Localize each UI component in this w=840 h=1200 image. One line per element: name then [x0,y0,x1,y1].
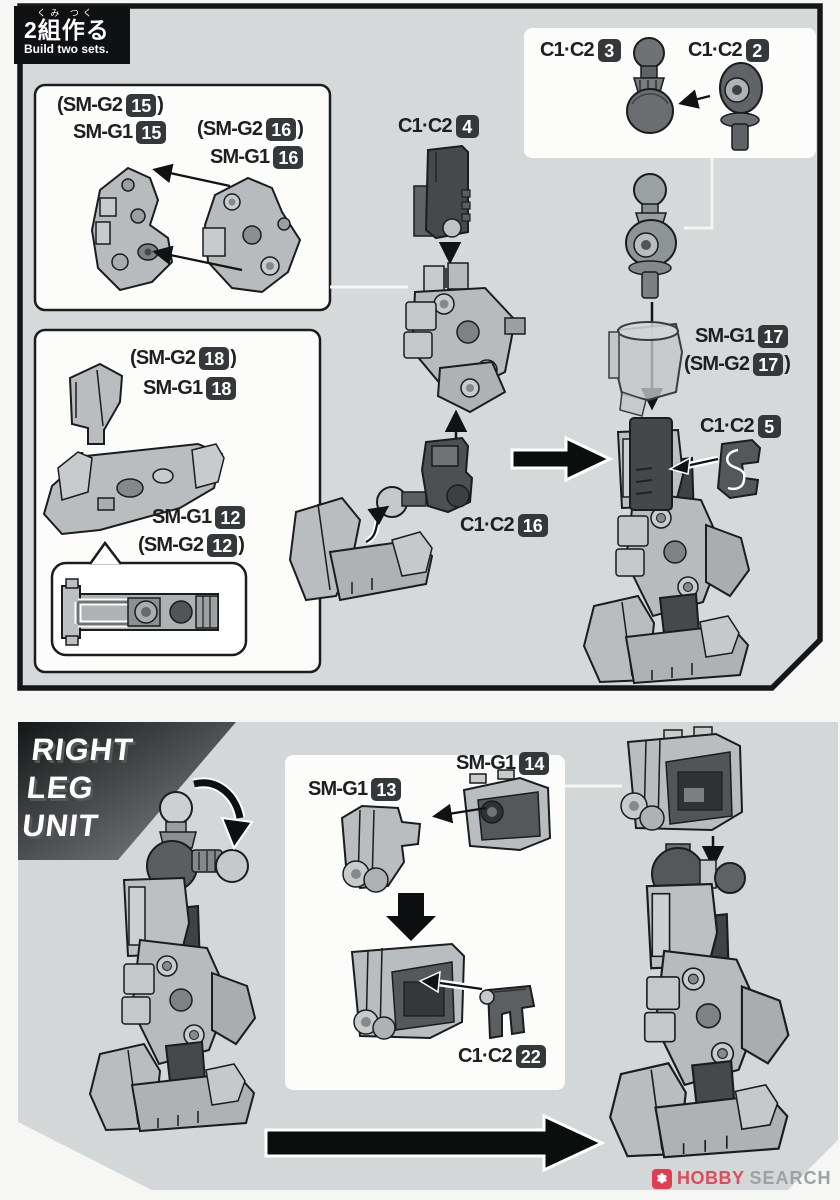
insert-arrow-14-into-13 [432,803,487,824]
section-title: RIGHT LEG UNIT [20,731,135,845]
watermark: ✽ HOBBY SEARCH [652,1168,832,1189]
badge-title: 2組作る [24,17,110,43]
part-illustration-thigh-block [620,726,744,832]
watermark-brand2: SEARCH [749,1168,832,1188]
next-step-arrow [510,435,614,483]
part-illustration-clip-22 [479,984,536,1040]
leader-lines [330,158,714,788]
part-illustration-ankle-16 [376,436,474,518]
section-title-line: RIGHT [29,732,136,767]
part-illustration-ball-joint-assembled [625,173,677,299]
part-illustration-thigh-assembled [350,942,466,1040]
part-illustration-foot-assembled [288,496,434,602]
assemble-down-arrow [386,893,436,941]
section-title-block [18,722,236,860]
curved-arrow-foot-to-ankle [364,505,390,545]
part-illustration-shin-cylinder [629,417,673,511]
callout-cross-section [50,540,248,657]
part-illustration-block-14 [462,769,552,852]
part-illustration-knee-16 [202,176,302,294]
badge-furigana: くみ つく [37,8,96,18]
insert-arrow-22-into-block [418,970,483,994]
build-two-sets-badge: くみ つく 2組作る Build two sets. [14,6,130,64]
complete-step-arrow [264,1113,606,1173]
part-illustration-ball-pin-3 [626,37,674,134]
assembly-arrows-15-16 [152,163,243,272]
section-title-line: UNIT [20,808,101,843]
part-illustration-knee-assembly [403,262,526,414]
insert-arrow-5-into-leg [668,455,719,475]
badge-subtitle: Build two sets. [24,42,109,56]
insert-arrow-2-into-3 [678,89,711,109]
watermark-brand: HOBBY [677,1168,745,1188]
hobby-search-logo-icon: ✽ [652,1168,672,1189]
part-illustration-heel-18 [68,362,124,445]
rotation-arrow [192,777,254,851]
part-illustration-foot-base-12 [42,442,225,536]
part-illustration-shin-frame-4 [413,144,471,240]
part-illustration-cup-17 [608,321,684,417]
section-title-line: LEG [24,770,96,805]
part-illustration-socket-2 [719,62,763,151]
part-illustration-hinge-13 [340,804,422,893]
part-illustration-clamp-5 [716,438,762,500]
